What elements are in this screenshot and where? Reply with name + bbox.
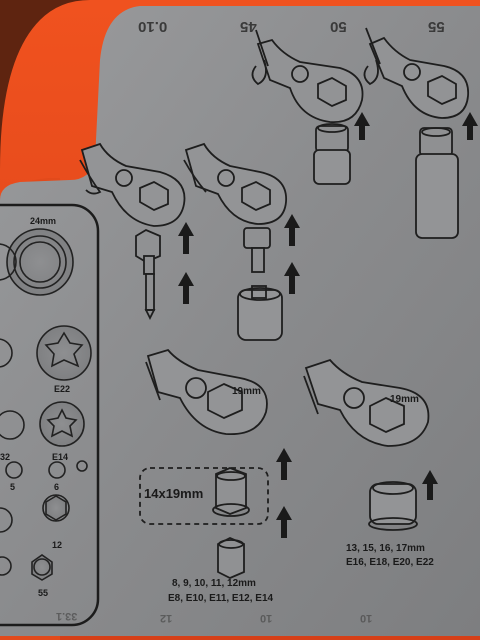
bottom-mark-1: 33.1 (56, 610, 78, 622)
left-tray-outline (0, 203, 100, 627)
arrows-middle (178, 214, 300, 304)
label-19mm-right: 19mm (390, 394, 419, 405)
arrows-top (354, 112, 478, 140)
top-size-mark-4: 55 (428, 18, 445, 35)
label-55: 55 (38, 588, 49, 598)
bottom-mark-4: 10 (360, 612, 373, 624)
label-14x19mm: 14x19mm (144, 486, 204, 501)
wrench-illustrations-middle (79, 142, 287, 341)
label-24mm: 24mm (30, 216, 57, 226)
caption-right-line2: E16, E18, E20, E22 (346, 557, 434, 568)
top-size-mark-1: 0.10 (138, 18, 168, 35)
label-e14: E14 (52, 452, 69, 462)
wrench-illustrations-bottom (139, 348, 430, 579)
bottom-mark-3: 10 (260, 612, 273, 624)
caption-right-line1: 13, 15, 16, 17mm (346, 543, 425, 554)
bottom-mark-2: 12 (160, 612, 173, 624)
left-tray-sockets (0, 228, 92, 581)
arrows-bottom (276, 448, 438, 538)
label-5: 5 (10, 482, 16, 492)
top-size-mark-2: 45 (240, 18, 257, 35)
caption-left-line2: E8, E10, E11, E12, E14 (168, 593, 274, 604)
label-12: 12 (52, 540, 63, 550)
wrench-illustrations-top (251, 27, 469, 239)
label-19mm-left: 19mm (232, 386, 261, 397)
label-6: 6 (54, 482, 60, 492)
label-32: 32 (0, 452, 11, 462)
caption-left-line1: 8, 9, 10, 11, 12mm (172, 578, 256, 589)
label-e22: E22 (54, 384, 71, 394)
top-size-mark-3: 50 (330, 18, 347, 35)
